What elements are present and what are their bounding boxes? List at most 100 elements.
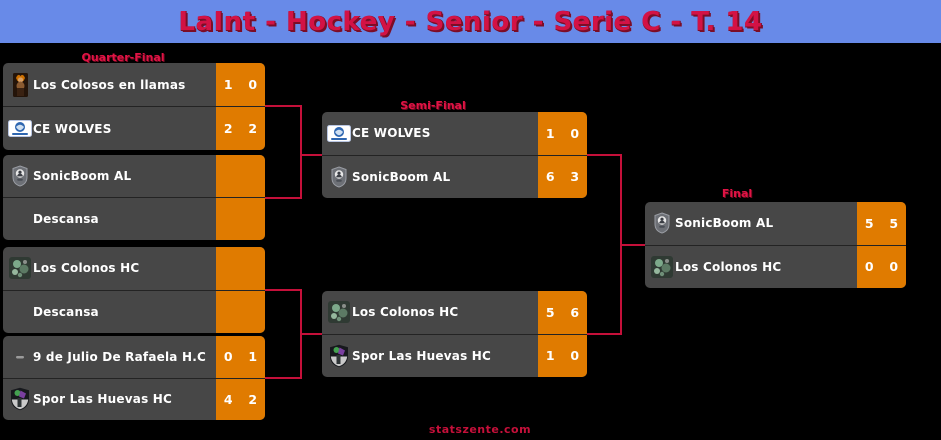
- match-box: Los Colonos HC Descansa: [3, 247, 265, 333]
- team-name: CE WOLVES: [352, 126, 431, 141]
- score-value: 1: [248, 349, 258, 365]
- colonos-crest-icon: [7, 247, 33, 290]
- no-icon: [7, 291, 33, 334]
- score-value: 2: [248, 121, 258, 136]
- score-cell: [216, 198, 265, 240]
- team-name: 9 de Julio De Rafaela H.C: [33, 349, 206, 364]
- bracket-connector-line: [587, 333, 622, 335]
- team-name: Los Colonos HC: [33, 261, 140, 276]
- team-name: SonicBoom AL: [675, 216, 774, 231]
- huevas-crest-icon: [326, 335, 352, 378]
- score-value: 0: [248, 77, 258, 92]
- score-value: 0: [864, 259, 874, 275]
- sonicboom-shield-icon: [326, 156, 352, 199]
- score-value: 1: [545, 125, 555, 141]
- team-row[interactable]: SonicBoom AL: [3, 155, 265, 197]
- sonicboom-shield-icon: [649, 202, 675, 245]
- bracket-connector-line: [302, 333, 322, 335]
- team-name: Spor Las Huevas HC: [33, 392, 173, 407]
- score-value: 1: [223, 77, 233, 92]
- colosos-icon: [7, 63, 33, 106]
- team-row[interactable]: Los Colonos HC: [3, 247, 265, 290]
- round-label: Semi-Final: [400, 99, 466, 112]
- wolves-icon: [7, 107, 33, 150]
- huevas-crest-icon: [7, 379, 33, 421]
- team-name: Spor Las Huevas HC: [352, 348, 492, 363]
- colonos-crest-icon: [649, 246, 675, 289]
- header-bar: LaInt - Hockey - Senior - Serie C - T. 1…: [0, 0, 941, 43]
- site-credit-link[interactable]: statszente.com: [428, 423, 532, 436]
- team-name: Los Colonos HC: [352, 305, 459, 320]
- score-value: 5: [889, 215, 899, 231]
- colonos-crest-icon: [326, 291, 352, 334]
- round-label: Quarter-Final: [81, 51, 165, 64]
- score-value: 0: [889, 259, 899, 275]
- score-value: 0: [570, 348, 580, 364]
- score-value: 6: [570, 304, 580, 320]
- score-cell: [216, 247, 265, 290]
- match-box: SonicBoom AL Descansa: [3, 155, 265, 240]
- no-icon: [7, 198, 33, 240]
- team-name: SonicBoom AL: [352, 169, 451, 184]
- score-value: 3: [570, 169, 580, 185]
- bracket-connector-line: [265, 197, 302, 199]
- team-name: Los Colosos en llamas: [33, 77, 186, 92]
- bracket-connector-line: [300, 105, 302, 199]
- round-label: Final: [721, 187, 753, 200]
- bracket-connector-line: [620, 154, 622, 335]
- score-value: 0: [223, 349, 233, 365]
- team-name: Descansa: [33, 212, 99, 226]
- score-value: 1: [545, 348, 555, 364]
- bracket-connector-line: [265, 377, 302, 379]
- score-cell: [216, 290, 265, 333]
- score-value: 5: [864, 215, 874, 231]
- score-value: 5: [545, 304, 555, 320]
- bracket-connector-line: [587, 154, 622, 156]
- wolves-icon: [326, 112, 352, 155]
- sonicboom-shield-icon: [7, 155, 33, 197]
- dash-icon: [7, 336, 33, 378]
- bracket-connector-line: [265, 105, 302, 107]
- score-value: 2: [223, 121, 233, 136]
- bracket-connector-line: [622, 244, 645, 246]
- team-name: Los Colonos HC: [675, 259, 782, 274]
- team-name: CE WOLVES: [33, 121, 112, 136]
- score-value: 4: [223, 391, 233, 407]
- score-value: 6: [545, 169, 555, 185]
- bracket-connector-line: [302, 154, 322, 156]
- score-cell: [216, 155, 265, 197]
- bracket-connector-line: [300, 289, 302, 379]
- team-row[interactable]: Descansa: [3, 197, 265, 240]
- team-row[interactable]: Descansa: [3, 289, 265, 334]
- score-value: 0: [570, 125, 580, 141]
- score-value: 2: [248, 391, 258, 407]
- team-name: Descansa: [33, 304, 99, 319]
- page-title: LaInt - Hockey - Senior - Serie C - T. 1…: [178, 6, 763, 37]
